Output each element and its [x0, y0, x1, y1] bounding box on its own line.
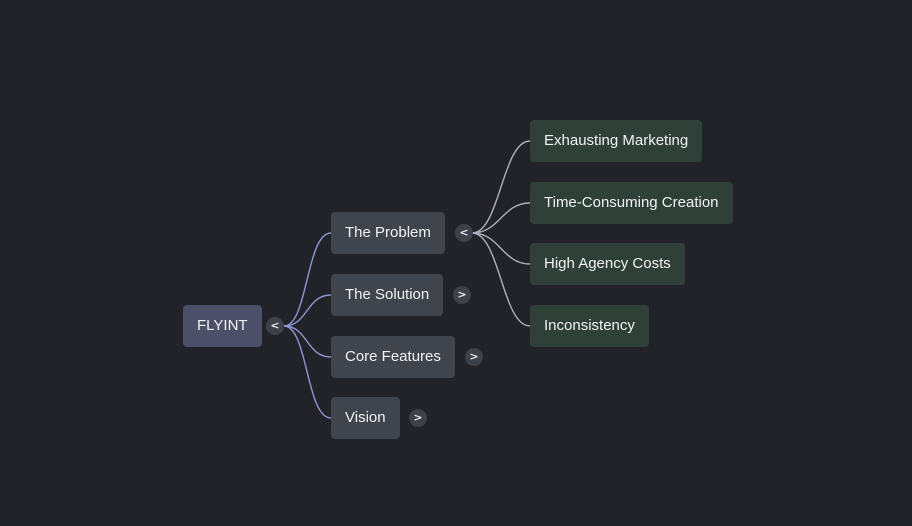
- link-problem-exhausting: [471, 140, 531, 234]
- link-problem-inconsistency: [471, 232, 531, 327]
- branch-node-core-features[interactable]: Core Features: [331, 336, 455, 378]
- branch-node-vision[interactable]: Vision: [331, 397, 400, 439]
- root-node[interactable]: FLYINT: [183, 305, 262, 347]
- branch-node-label: Vision: [345, 409, 386, 426]
- the-problem-collapse-toggle[interactable]: <: [455, 224, 473, 242]
- leaf-node-high-agency-costs[interactable]: High Agency Costs: [530, 243, 685, 285]
- leaf-node-inconsistency[interactable]: Inconsistency: [530, 305, 649, 347]
- link-root-features: [283, 325, 332, 358]
- core-features-expand-toggle[interactable]: >: [465, 348, 483, 366]
- branch-node-label: Core Features: [345, 348, 441, 365]
- link-problem-time: [471, 202, 531, 234]
- link-root-problem: [283, 232, 332, 327]
- leaf-node-label: Exhausting Marketing: [544, 132, 689, 149]
- leaf-node-label: Time-Consuming Creation: [544, 194, 719, 211]
- leaf-node-label: High Agency Costs: [544, 255, 671, 272]
- link-root-solution: [283, 294, 332, 327]
- link-root-vision: [283, 325, 332, 419]
- leaf-node-time-consuming-creation[interactable]: Time-Consuming Creation: [530, 182, 733, 224]
- leaf-node-label: Inconsistency: [544, 317, 635, 334]
- link-problem-agency: [471, 232, 531, 265]
- branch-node-label: The Solution: [345, 286, 430, 303]
- leaf-node-exhausting-marketing[interactable]: Exhausting Marketing: [530, 120, 703, 162]
- branch-node-label: The Problem: [345, 224, 431, 241]
- the-solution-expand-toggle[interactable]: >: [453, 286, 471, 304]
- branch-node-the-solution[interactable]: The Solution: [331, 274, 444, 316]
- root-node-label: FLYINT: [197, 317, 248, 334]
- root-collapse-toggle[interactable]: <: [266, 317, 284, 335]
- vision-expand-toggle[interactable]: >: [409, 409, 427, 427]
- branch-node-the-problem[interactable]: The Problem: [331, 212, 445, 254]
